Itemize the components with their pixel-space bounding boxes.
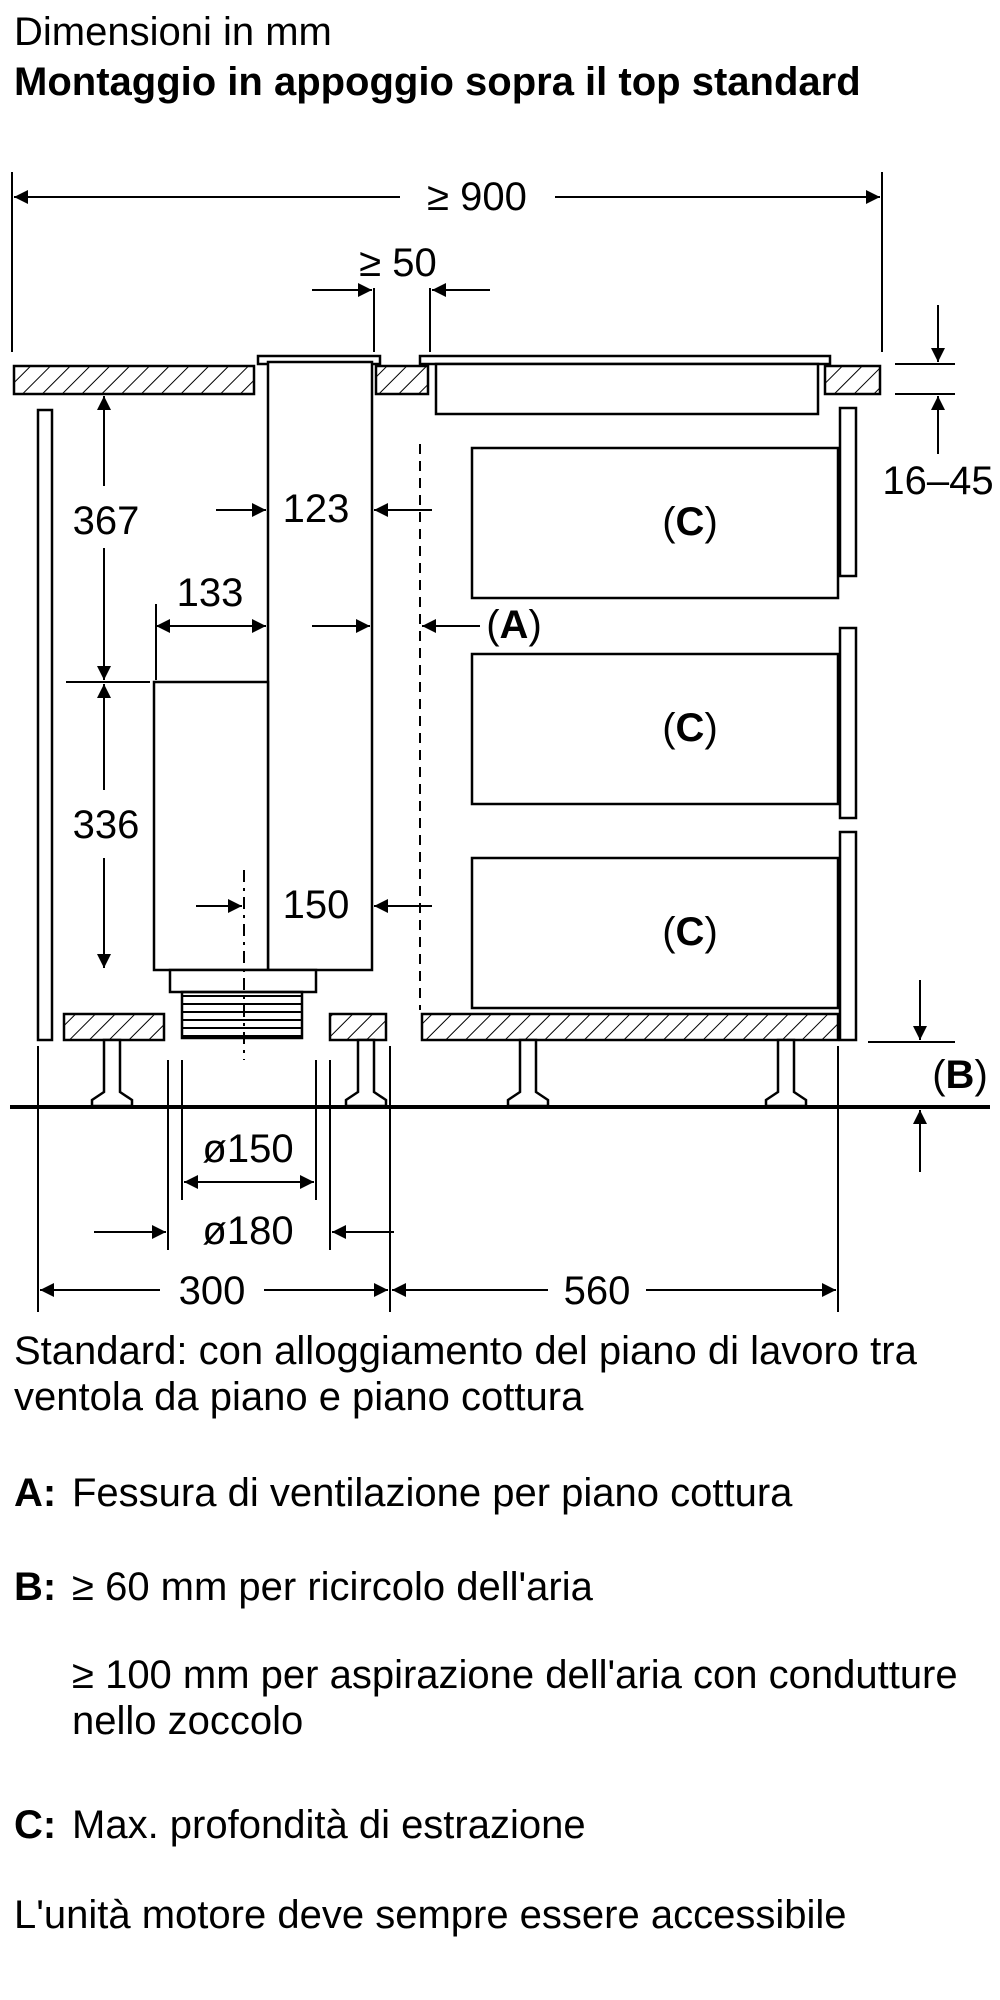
footnote: L'unità motore deve sempre essere access… [14, 1893, 847, 1937]
label-336: 336 [73, 803, 140, 847]
foot-3 [506, 1038, 550, 1108]
cabinet-feet [90, 1038, 808, 1108]
label-drawer-top: (C) [662, 500, 718, 544]
label-gap-50: ≥ 50 [359, 241, 437, 285]
header-subtitle: Montaggio in appoggio sopra il top stand… [14, 60, 861, 104]
drawer-bottom [470, 856, 840, 1010]
countertop-left [12, 364, 256, 396]
downdraft-duct [266, 360, 374, 972]
drawer-front-top [838, 406, 858, 578]
header-title: Dimensioni in mm [14, 10, 332, 54]
legend-text: Fessura di ventilazione per piano cottur… [72, 1471, 793, 1515]
diagram-caption: Standard: con alloggiamento del piano di… [14, 1329, 917, 1419]
legend-key: B: [14, 1565, 57, 1609]
label-thickness: 16–45 [882, 459, 993, 503]
label-A: (A) [486, 603, 542, 647]
legend-key: C: [14, 1803, 57, 1847]
legend-item-A: A: Fessura di ventilazione per piano cott… [14, 1470, 984, 1516]
label-560: 560 [564, 1269, 631, 1313]
label-B: (B) [932, 1053, 988, 1097]
drawer-front-middle [838, 626, 858, 820]
legend-text: ≥ 100 mm per aspirazione dell'aria con c… [72, 1653, 958, 1743]
legend-key: A: [14, 1471, 57, 1515]
label-150: 150 [283, 883, 350, 927]
label-123: 123 [283, 487, 350, 531]
foot-1 [90, 1038, 134, 1108]
label-drawer-middle: (C) [662, 706, 718, 750]
label-width-900: ≥ 900 [427, 175, 527, 219]
label-d180: ø180 [202, 1209, 293, 1253]
countertop-middle [374, 364, 430, 396]
foot-2 [344, 1038, 388, 1108]
legend-text: ≥ 60 mm per ricircolo dell'aria [72, 1565, 593, 1609]
base-left [62, 1012, 166, 1042]
legend-text: Max. profondità di estrazione [72, 1803, 586, 1847]
legend-item-B: B: ≥ 60 mm per ricircolo dell'aria [14, 1564, 984, 1610]
cooktop-body [434, 362, 820, 416]
drawer-front-bottom [838, 830, 858, 1042]
drawer-middle [470, 652, 840, 806]
label-d150: ø150 [202, 1127, 293, 1171]
foot-4 [764, 1038, 808, 1108]
label-drawer-bottom: (C) [662, 910, 718, 954]
label-367: 367 [73, 499, 140, 543]
pipe-thread [180, 990, 304, 1040]
label-300: 300 [179, 1269, 246, 1313]
countertop-right [823, 364, 882, 396]
base-middle [328, 1012, 388, 1042]
legend-item-B-extra: ≥ 100 mm per aspirazione dell'aria con c… [14, 1652, 972, 1744]
label-133: 133 [177, 571, 244, 615]
drawer-top [470, 446, 840, 600]
left-side-panel [36, 408, 54, 1042]
motor-unit [152, 680, 270, 972]
base-right [420, 1012, 840, 1042]
installation-diagram: ≥ 900 ≥ 50 16–45 367 336 123 133 150 ø15… [10, 172, 994, 1313]
legend-item-C: C: Max. profondità di estrazione [14, 1802, 984, 1848]
